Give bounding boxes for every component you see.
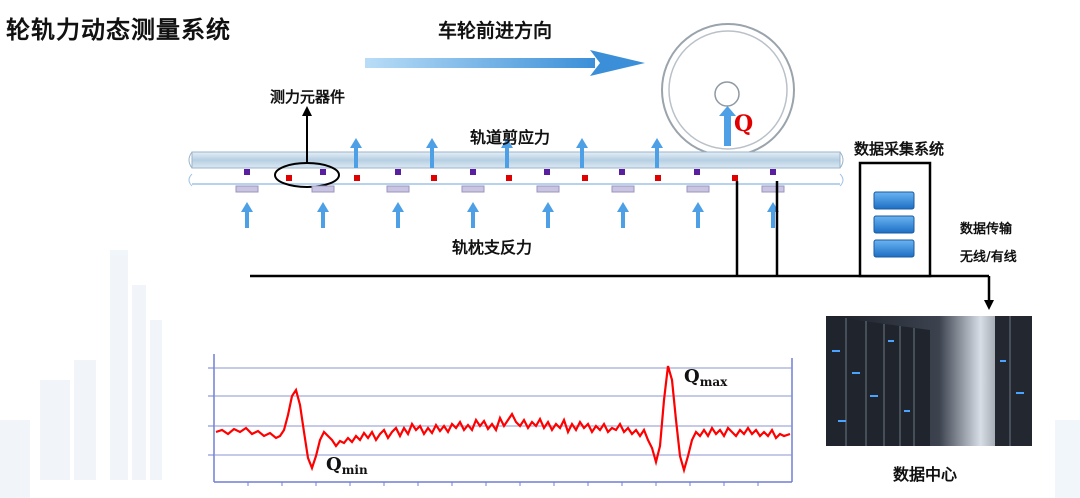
signal-trace bbox=[215, 365, 791, 475]
direction-arrow-icon bbox=[365, 50, 645, 76]
q-min-main: Q bbox=[326, 454, 342, 475]
shear-arrow-5 bbox=[651, 138, 663, 168]
wheel-icon bbox=[661, 23, 795, 157]
page-title: 轮轨力动态测量系统 bbox=[6, 16, 231, 44]
q-max-label: Qmax bbox=[684, 366, 727, 389]
server-room-icon bbox=[826, 316, 1032, 446]
sleeper-force-label: 轨枕支反力 bbox=[452, 238, 533, 257]
sensor-callout bbox=[274, 106, 340, 188]
transmission-label: 数据传输 bbox=[960, 222, 1013, 237]
sensor-elements bbox=[244, 169, 776, 181]
shear-arrow-2 bbox=[426, 138, 438, 168]
acquisition-system-label: 数据采集系统 bbox=[854, 140, 945, 158]
signal-plot bbox=[208, 354, 793, 486]
shear-arrow-3 bbox=[501, 138, 513, 168]
shear-arrow-1 bbox=[350, 138, 362, 168]
down-arrow-icon bbox=[984, 300, 994, 310]
transmission-mode-label: 无线/有线 bbox=[960, 250, 1017, 265]
shear-arrow-4 bbox=[576, 138, 588, 168]
shear-force-label: 轨道剪应力 bbox=[470, 128, 551, 147]
wheel-load-label: Q bbox=[734, 111, 754, 137]
q-max-main: Q bbox=[684, 366, 700, 387]
background-decoration bbox=[0, 250, 1080, 498]
q-min-label: Qmin bbox=[326, 454, 368, 477]
q-min-sub: min bbox=[341, 463, 368, 477]
sensor-label: 测力元器件 bbox=[270, 88, 346, 106]
server-stack-icon bbox=[873, 191, 915, 258]
direction-label: 车轮前进方向 bbox=[438, 20, 553, 42]
q-max-sub: max bbox=[699, 375, 728, 389]
shear-force-arrows bbox=[350, 138, 663, 168]
data-center-label: 数据中心 bbox=[893, 465, 958, 484]
sleeper-supports bbox=[235, 185, 785, 228]
